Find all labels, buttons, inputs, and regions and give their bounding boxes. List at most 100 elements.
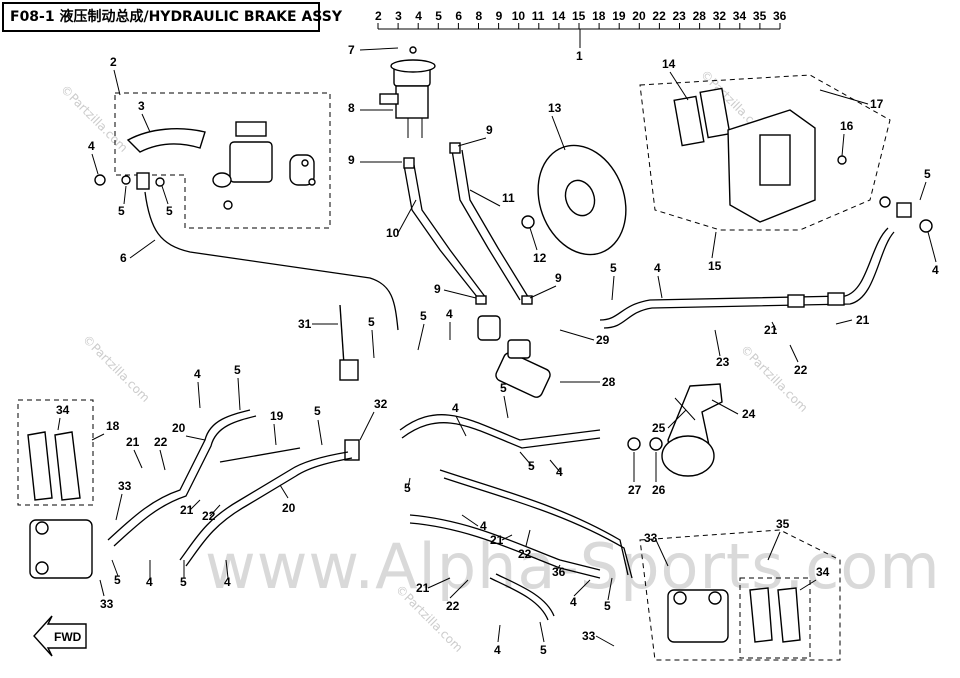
- top-row-label: 9: [496, 9, 503, 23]
- callout-36: 36: [552, 565, 566, 579]
- callout-4: 4: [146, 575, 153, 589]
- leader-line: [469, 189, 501, 207]
- callout-5: 5: [234, 363, 241, 377]
- leader-line: [669, 71, 689, 101]
- callout-16: 16: [840, 119, 854, 133]
- leader-line: [595, 635, 615, 647]
- leader-line: [529, 227, 538, 251]
- callout-34: 34: [816, 565, 830, 579]
- callout-17: 17: [870, 97, 884, 111]
- callout-28: 28: [602, 375, 616, 389]
- callout-21: 21: [490, 533, 504, 547]
- brake-hose-20: [185, 457, 353, 567]
- callout-12: 12: [533, 251, 547, 265]
- callout-24: 24: [742, 407, 756, 421]
- brake-caliper-front-right: [667, 589, 729, 643]
- leader-line: [559, 329, 595, 341]
- callout-5: 5: [540, 643, 547, 657]
- callout-22: 22: [154, 435, 168, 449]
- washer-5: [155, 177, 165, 187]
- brake-caliper-15: [727, 109, 816, 223]
- leader-line: [607, 577, 613, 601]
- top-row-label: 3: [395, 9, 402, 23]
- leader-line: [111, 559, 119, 577]
- top-row-label: 22: [652, 9, 666, 23]
- partzilla-watermark: ©Partzilla.com: [80, 332, 153, 405]
- leader-line: [273, 423, 277, 446]
- hose-11: [461, 149, 531, 301]
- callout-4: 4: [480, 519, 487, 533]
- callout-4: 4: [224, 575, 231, 589]
- pin-16: [837, 155, 847, 165]
- callout-27: 27: [628, 483, 642, 497]
- leader-line: [841, 133, 845, 157]
- leader-line: [397, 199, 417, 234]
- leader-line: [919, 181, 927, 201]
- clamp-9: [403, 157, 415, 169]
- brake-line-19: [219, 447, 301, 463]
- callout-4: 4: [452, 401, 459, 415]
- handlebar-master-cylinder: [114, 92, 331, 229]
- hose-clamp: [827, 292, 845, 306]
- brake-hose-20: [179, 451, 349, 561]
- top-row-label: 18: [592, 9, 606, 23]
- brake-line: [399, 414, 601, 441]
- leader-line: [767, 531, 781, 561]
- callout-5: 5: [368, 315, 375, 329]
- callout-14: 14: [662, 57, 676, 71]
- leader-line: [317, 419, 323, 446]
- callout-33: 33: [118, 479, 132, 493]
- brake-hose-20: [107, 409, 251, 541]
- leader-line: [519, 451, 533, 467]
- pad-group-outline: [739, 577, 811, 659]
- callout-5: 5: [114, 573, 121, 587]
- leader-line: [407, 477, 411, 489]
- callout-5: 5: [924, 167, 931, 181]
- callout-9: 9: [434, 282, 441, 296]
- bolt-12: [521, 215, 535, 229]
- callout-19: 19: [270, 409, 284, 423]
- callout-9: 9: [348, 153, 355, 167]
- leader-line: [555, 564, 561, 573]
- hose-10: [413, 164, 487, 299]
- callout-34: 34: [56, 403, 70, 417]
- leader-line: [819, 89, 869, 105]
- leader-line: [711, 231, 717, 259]
- callout-4: 4: [194, 367, 201, 381]
- bolt-31: [339, 304, 345, 366]
- leader-line: [57, 417, 61, 431]
- leader-line: [129, 239, 156, 259]
- callout-4: 4: [556, 465, 563, 479]
- brake-caliper-front-left: [29, 519, 93, 579]
- clamp-9: [449, 142, 461, 154]
- brake-pads-14: [673, 87, 731, 147]
- brake-fluid-reservoir: [379, 46, 436, 138]
- leader-line: [237, 377, 241, 411]
- top-row-label: 6: [455, 9, 462, 23]
- leader-line: [549, 459, 561, 473]
- leader-line: [91, 153, 99, 175]
- leader-line: [711, 399, 739, 415]
- callout-22: 22: [446, 599, 460, 613]
- leader-line: [455, 415, 467, 437]
- callout-35: 35: [776, 517, 790, 531]
- brake-hose-20: [113, 415, 257, 547]
- washer-5: [121, 175, 131, 185]
- callout-1: 1: [576, 49, 583, 63]
- leader-line: [371, 329, 375, 359]
- callout-33: 33: [100, 597, 114, 611]
- banjo-fitting: [136, 172, 150, 190]
- leader-line: [835, 319, 853, 325]
- callout-5: 5: [180, 575, 187, 589]
- top-row-label: 8: [476, 9, 483, 23]
- callout-9: 9: [555, 271, 562, 285]
- top-row-label: 14: [552, 9, 566, 23]
- leader-line: [539, 621, 545, 643]
- callout-20: 20: [282, 501, 296, 515]
- brake-pad-34: [27, 431, 53, 501]
- brake-line: [401, 422, 601, 449]
